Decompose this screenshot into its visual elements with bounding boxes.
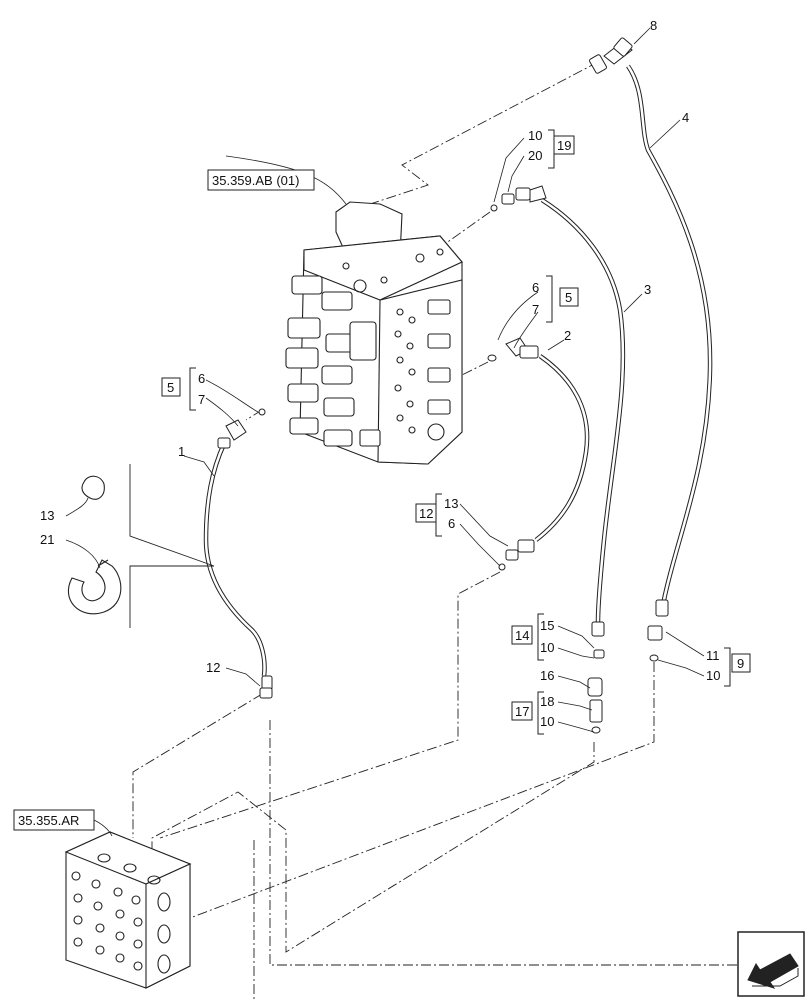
valve-block [64, 831, 192, 989]
callout-19[interactable]: 19 [557, 138, 571, 153]
callout-6-left: 6 [198, 371, 205, 386]
callout-16: 16 [540, 668, 554, 683]
callout-5-left[interactable]: 5 [167, 380, 174, 395]
callout-1: 1 [178, 444, 185, 459]
callout-7-left: 7 [198, 392, 205, 407]
ref-label-valve[interactable]: 35.359.AB (01) [212, 173, 299, 188]
callout-6-mid: 6 [448, 516, 455, 531]
callout-4: 4 [682, 110, 689, 125]
boxed-callouts [161, 135, 751, 721]
arrow-back-icon[interactable] [737, 931, 805, 997]
callout-10-right: 10 [706, 668, 720, 683]
control-valve [285, 201, 463, 465]
callout-7-right: 7 [532, 302, 539, 317]
callout-13: 13 [40, 508, 54, 523]
callout-11: 11 [706, 648, 720, 663]
callout-14[interactable]: 14 [515, 628, 529, 643]
leader-lines [65, 27, 705, 837]
callout-12-box[interactable]: 12 [419, 506, 433, 521]
callout-20: 20 [528, 148, 542, 163]
clamp-parts [67, 475, 122, 615]
ref-label-block[interactable]: 35.355.AR [18, 813, 79, 828]
fittings [217, 37, 669, 734]
callout-10-low: 10 [540, 714, 554, 729]
callout-13-mid: 13 [444, 496, 458, 511]
callout-17[interactable]: 17 [515, 704, 529, 719]
callout-15: 15 [540, 618, 554, 633]
callout-6-right: 6 [532, 280, 539, 295]
callout-3: 3 [644, 282, 651, 297]
callout-5-right[interactable]: 5 [565, 290, 572, 305]
callout-10-top: 10 [528, 128, 542, 143]
callout-12: 12 [206, 660, 220, 675]
clamp-leader-lines [129, 464, 215, 628]
reference-boxes [13, 169, 315, 831]
connection-lines [132, 61, 758, 1000]
hoses [203, 64, 713, 677]
callout-numbers: 1 2 3 4 8 5 6 7 5 6 7 19 10 20 12 13 6 1… [40, 18, 744, 729]
callout-10-mid: 10 [540, 640, 554, 655]
callout-21: 21 [40, 532, 54, 547]
callout-8: 8 [650, 18, 657, 33]
callout-9[interactable]: 9 [737, 656, 744, 671]
callout-18: 18 [540, 694, 554, 709]
callout-2: 2 [564, 328, 571, 343]
